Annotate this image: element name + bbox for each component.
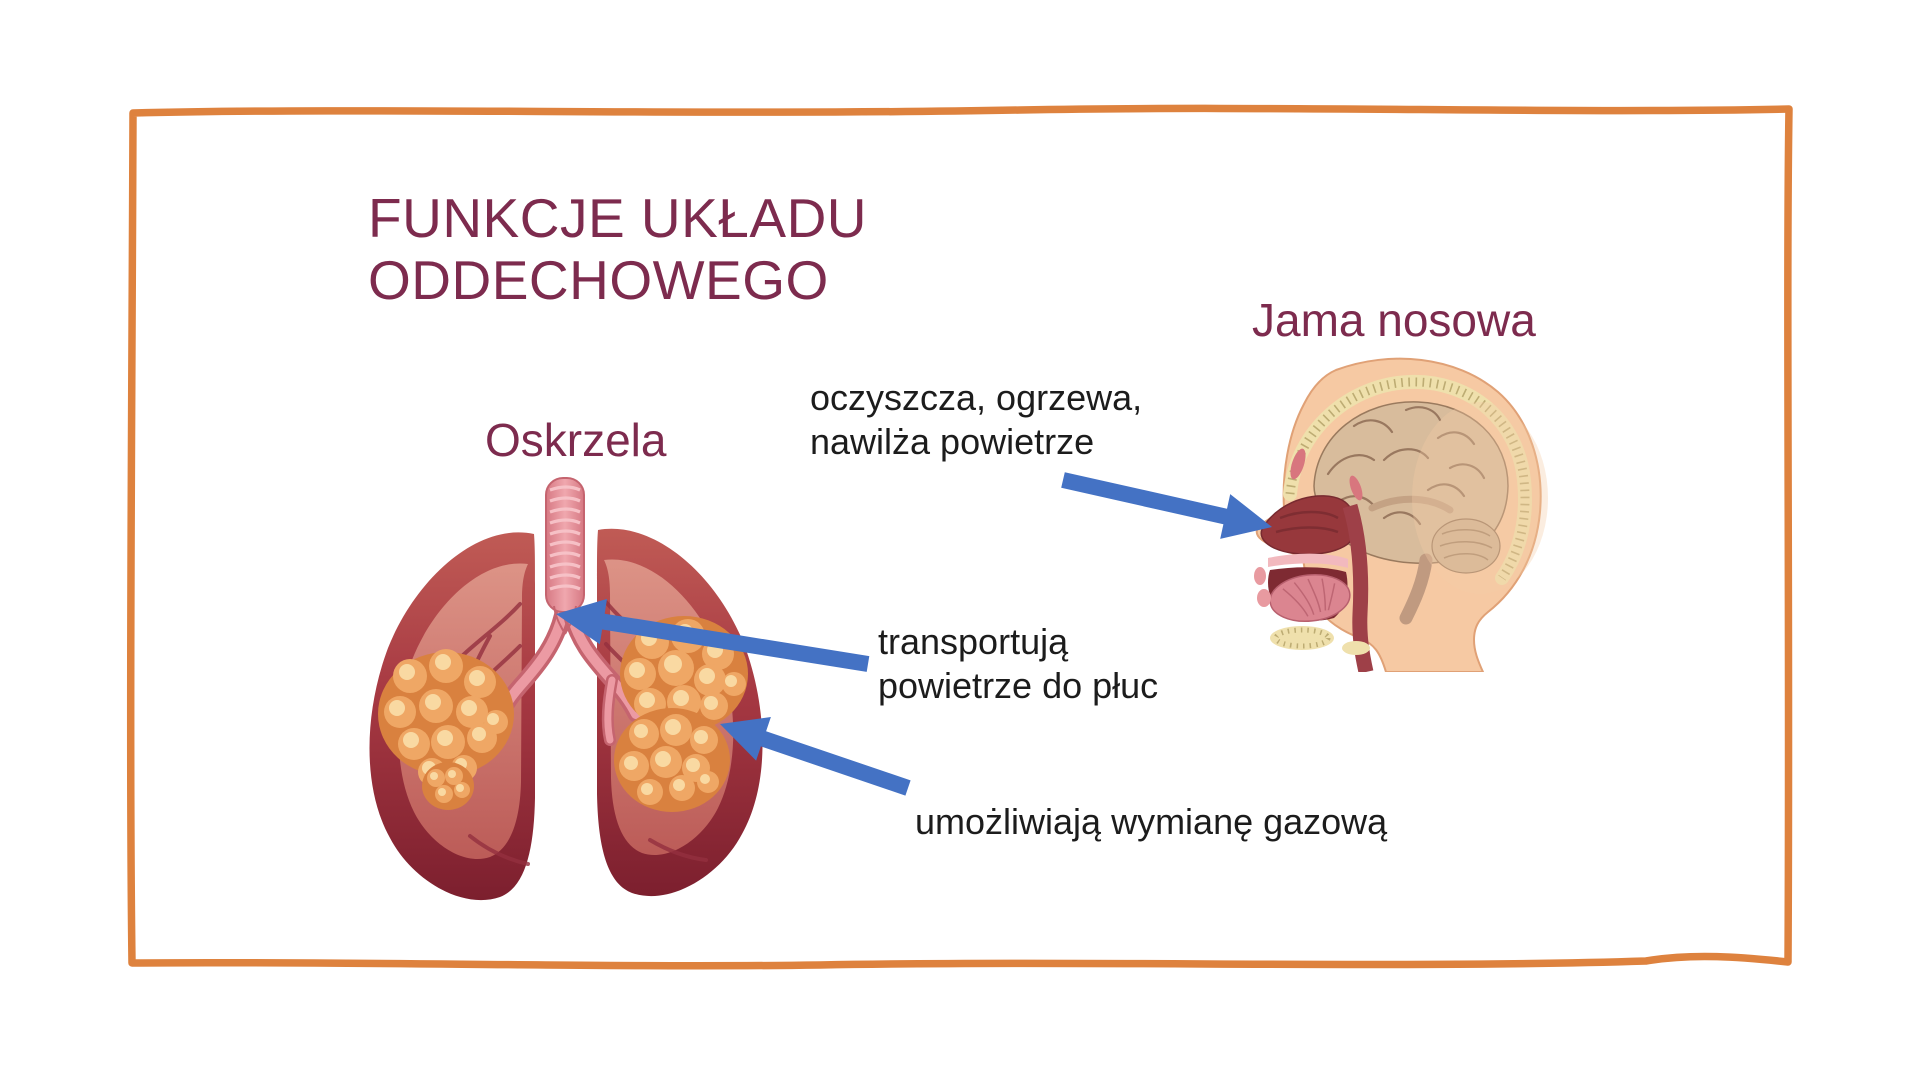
label-nasal-cavity: Jama nosowa <box>1252 294 1536 346</box>
label-bronchi: Oskrzela <box>485 414 667 466</box>
palate <box>1268 553 1348 568</box>
head-cross-section-illustration <box>1254 357 1548 672</box>
alveoli-left-small-cluster <box>422 762 474 810</box>
sphenoid-sinus <box>1349 475 1363 501</box>
page-title: FUNKCJE UKŁADU ODDECHOWEGO <box>368 187 867 311</box>
lower-lip <box>1257 589 1271 607</box>
tongue <box>1269 573 1351 623</box>
annotation-alveoli-function: umożliwiają wymianę gazową <box>915 800 1387 844</box>
alveoli-left-cluster <box>378 649 514 786</box>
annotation-alveoli-line1: umożliwiają wymianę gazową <box>915 801 1388 842</box>
hyoid-bone <box>1342 641 1370 655</box>
annotation-bronchi-line1: transportują <box>878 621 1069 662</box>
frontal-sinus <box>1290 448 1306 480</box>
page-title-line1: FUNKCJE UKŁADU <box>368 187 868 249</box>
annotation-nasal-line2: nawilża powietrze <box>810 421 1095 462</box>
nasal-cavity <box>1260 495 1356 555</box>
annotation-bronchi-function: transportują powietrze do płuc <box>878 620 1158 708</box>
lungs-illustration <box>369 477 763 901</box>
jaw-bone-speckle <box>1273 627 1331 649</box>
page-title-line2: ODDECHOWEGO <box>368 249 829 311</box>
annotation-bronchi-line2: powietrze do płuc <box>878 665 1159 706</box>
annotation-nasal-function: oczyszcza, ogrzewa, nawilża powietrze <box>810 376 1142 464</box>
upper-lip <box>1254 567 1266 585</box>
brain <box>1313 401 1548 625</box>
alveoli-right-bottom-cluster <box>614 708 730 812</box>
annotation-nasal-line1: oczyszcza, ogrzewa, <box>810 377 1143 418</box>
jaw-bone <box>1270 626 1334 650</box>
